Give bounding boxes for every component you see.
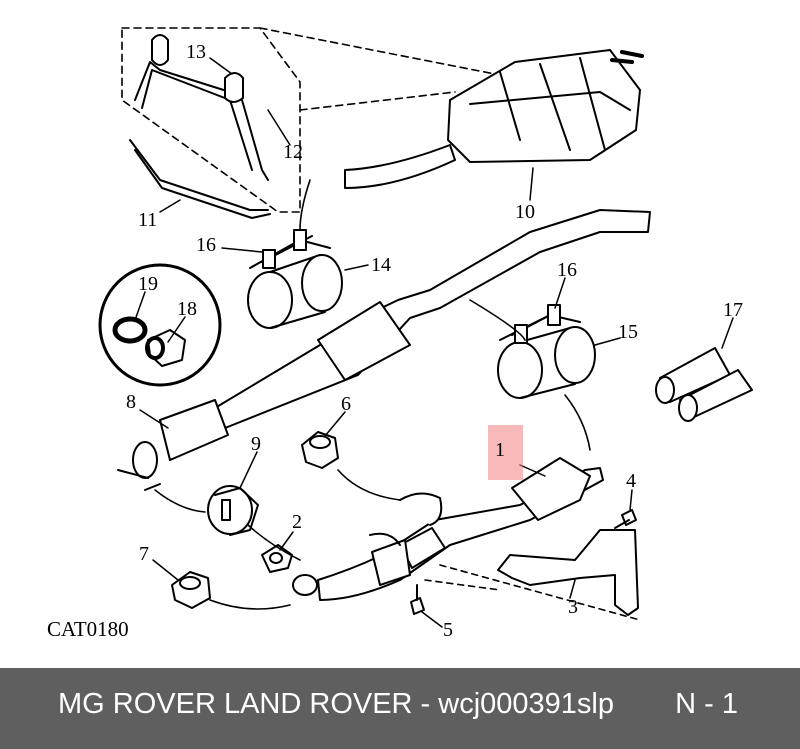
gasket	[261, 544, 293, 573]
callout-3[interactable]: 3	[568, 596, 578, 618]
rubber-mount	[207, 485, 259, 536]
clamp-14	[247, 229, 343, 329]
clamp-15	[497, 304, 596, 399]
callout-leaders	[134, 57, 734, 628]
bolt-4	[614, 509, 637, 529]
callout-8[interactable]: 8	[126, 391, 136, 413]
sleeve-17	[655, 347, 753, 422]
footer-bar: MG ROVER LAND ROVER - wcj000391slp N - 1	[0, 668, 800, 749]
callout-6[interactable]: 6	[341, 393, 351, 415]
callout-13[interactable]: 13	[186, 41, 206, 63]
callout-7[interactable]: 7	[139, 543, 149, 565]
callout-2[interactable]: 2	[292, 511, 302, 533]
callout-15[interactable]: 15	[618, 321, 638, 343]
nut-6	[301, 431, 339, 469]
callout-9[interactable]: 9	[251, 433, 261, 455]
bolt-5	[410, 584, 425, 615]
footer-title: MG ROVER LAND ROVER - wcj000391slp	[58, 688, 614, 720]
exploded-parts-diagram: 1 2 3 4 5 6 7 8 9 10 11 12 13 14 15 16 1…	[47, 27, 753, 641]
callout-18[interactable]: 18	[177, 298, 197, 320]
catalog-code: CAT0180	[47, 617, 129, 641]
callout-10[interactable]: 10	[515, 201, 535, 223]
callout-labels: 1 2 3 4 5 6 7 8 9 10 11 12 13 14 15 16 1…	[126, 41, 743, 641]
front-pipe-catalyst	[292, 457, 604, 601]
intermediate-pipe	[117, 209, 651, 491]
callout-12[interactable]: 12	[283, 141, 303, 163]
assembly-guides	[154, 179, 641, 621]
callout-16b[interactable]: 16	[557, 259, 577, 281]
callout-highlight	[488, 425, 523, 480]
callout-19[interactable]: 19	[138, 273, 158, 295]
callout-11[interactable]: 11	[138, 209, 157, 231]
callout-5[interactable]: 5	[443, 619, 453, 641]
hanger-bracket-detail	[121, 27, 506, 219]
callout-16a[interactable]: 16	[196, 234, 216, 256]
washer-nut-inset	[98, 263, 222, 387]
callout-4[interactable]: 4	[626, 470, 636, 492]
mounting-bracket	[497, 529, 639, 616]
diagram-canvas: 1 2 3 4 5 6 7 8 9 10 11 12 13 14 15 16 1…	[47, 27, 753, 641]
callout-1[interactable]: 1	[495, 439, 505, 461]
callout-14[interactable]: 14	[371, 254, 391, 276]
callout-17[interactable]: 17	[723, 299, 743, 321]
footer-page-number: N - 1	[675, 688, 738, 720]
nut-7	[171, 571, 211, 609]
rear-silencer	[344, 49, 644, 189]
